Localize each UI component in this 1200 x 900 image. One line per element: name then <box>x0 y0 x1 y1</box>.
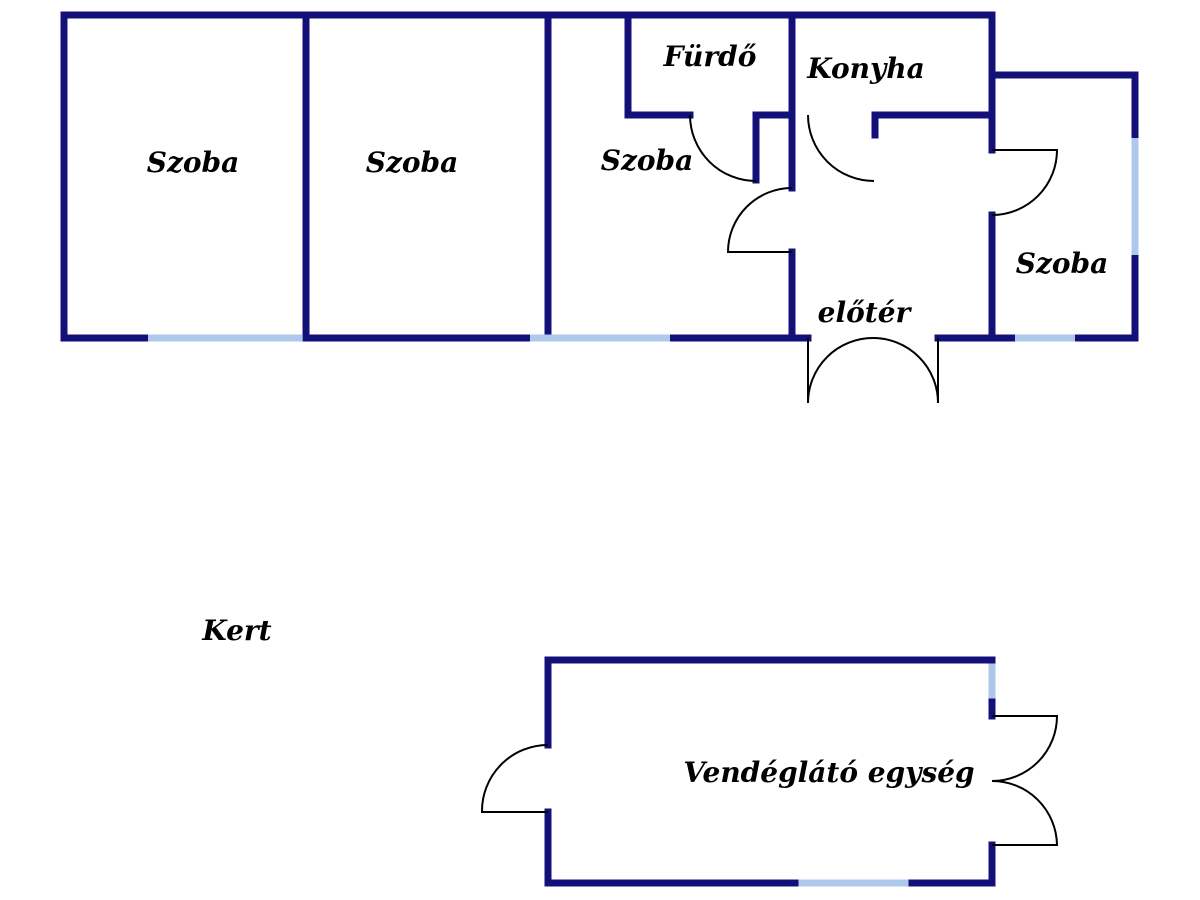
windows <box>148 138 1139 887</box>
room-labels: Szoba Szoba Szoba Fürdő Konyha Szoba elő… <box>147 40 1109 789</box>
room-door-swing <box>726 187 793 253</box>
right-room-door-swing <box>991 149 1059 216</box>
label-szoba-1: Szoba <box>147 146 240 179</box>
label-vendeglato: Vendéglátó egység <box>683 756 974 789</box>
label-szoba-3: Szoba <box>601 144 694 177</box>
entrance-door-right <box>872 337 939 404</box>
guest-right-door-lower <box>991 780 1059 846</box>
label-konyha: Konyha <box>806 52 925 85</box>
doors <box>689 114 1059 404</box>
label-szoba-4: Szoba <box>1016 247 1109 280</box>
label-kert: Kert <box>201 614 271 647</box>
guest-right-door-upper <box>991 715 1059 782</box>
guest-building <box>480 656 1059 887</box>
entrance-door-left <box>807 337 874 404</box>
guest-left-door-swing <box>480 744 549 813</box>
label-furdo: Fürdő <box>663 40 757 73</box>
bathroom-door-swing <box>689 114 757 182</box>
label-szoba-2: Szoba <box>366 146 459 179</box>
label-eloter: előtér <box>818 296 913 329</box>
kitchen-door-swing <box>807 114 875 182</box>
main-house-walls <box>60 11 1139 342</box>
